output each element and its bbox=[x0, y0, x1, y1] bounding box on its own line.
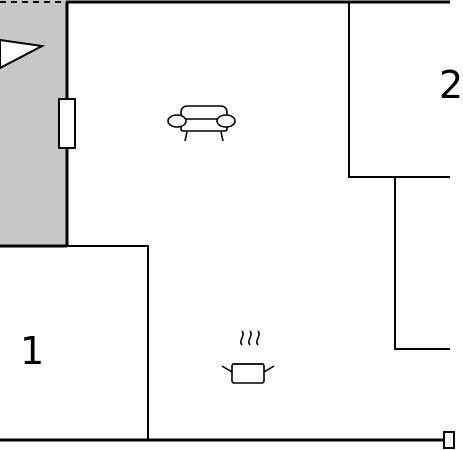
stairs-arrow-icon bbox=[0, 38, 46, 70]
sofa-icon bbox=[167, 105, 236, 142]
cooking-pot-icon bbox=[221, 330, 275, 384]
room-2-walls bbox=[348, 2, 450, 178]
room-2-number: 2 bbox=[439, 63, 463, 107]
room-1-walls bbox=[67, 245, 149, 440]
room-1-number: 1 bbox=[20, 329, 45, 373]
right-room-walls bbox=[394, 177, 450, 350]
shaded-area bbox=[0, 0, 66, 246]
door-icon bbox=[443, 431, 455, 449]
window-icon bbox=[58, 98, 76, 149]
